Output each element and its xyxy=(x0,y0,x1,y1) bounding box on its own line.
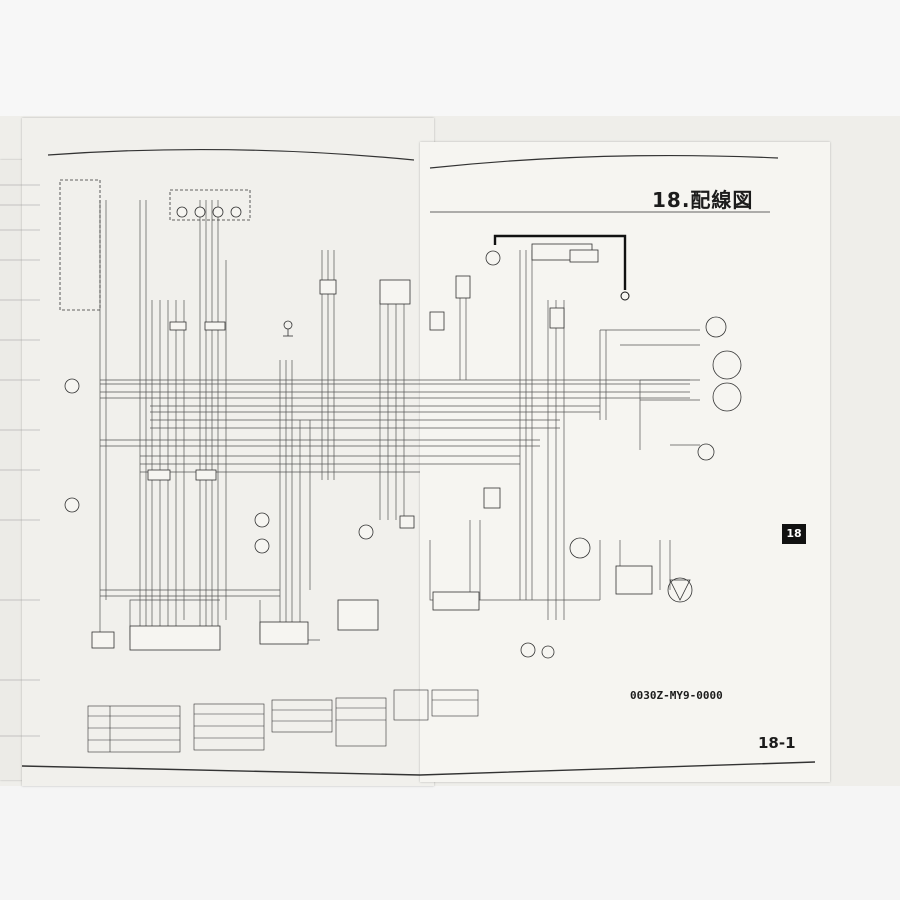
wire-harness-right xyxy=(420,250,700,620)
section-tab: 18 xyxy=(782,524,806,544)
manual-left-page xyxy=(22,118,434,786)
document-code: 0030Z-MY9-0000 xyxy=(630,689,723,702)
previous-page-lines xyxy=(0,184,40,737)
section-title: 18.配線図 xyxy=(652,188,754,212)
wire-harness-left xyxy=(99,200,420,641)
components xyxy=(59,179,742,659)
page-number: 18-1 xyxy=(758,734,796,752)
switch-tables xyxy=(87,689,479,753)
ground-symbols xyxy=(283,320,293,337)
background-top xyxy=(0,0,900,116)
background-bottom xyxy=(0,786,900,900)
